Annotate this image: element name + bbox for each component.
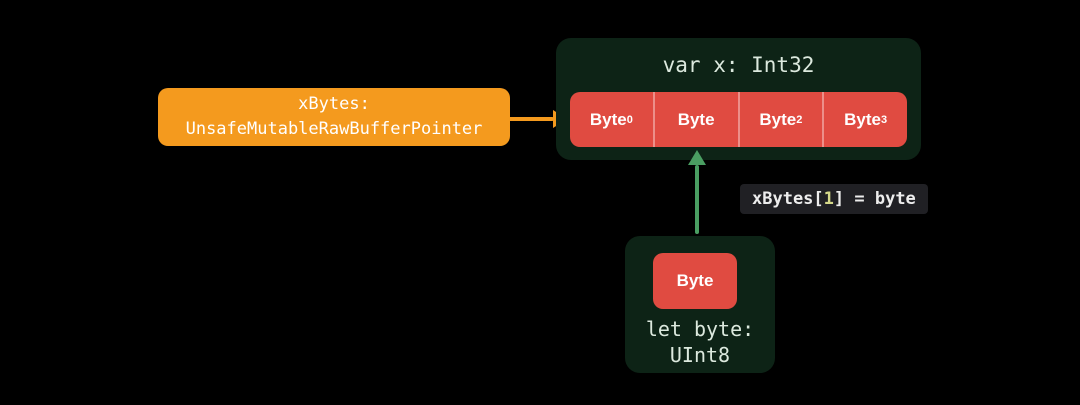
byte-cell-0-label: Byte	[589, 109, 627, 129]
byte-cell-3-label: Byte	[844, 109, 881, 129]
int32-declaration-label: var x: Int32	[662, 53, 815, 77]
uint8-declaration-line2: UInt8	[669, 343, 731, 367]
unsafe-buffer-pointer-box: xBytes: UnsafeMutableRawBufferPointer	[158, 88, 510, 146]
green-arrow-line	[695, 165, 699, 234]
byte-cell-1-label: Byte	[677, 109, 715, 129]
pointer-box-name: xBytes:	[298, 94, 370, 114]
code-index-highlight: 1	[823, 189, 834, 209]
subscript-assignment-code-label: xBytes[1] = byte	[740, 184, 928, 214]
single-byte-cell: Byte	[653, 253, 737, 309]
byte-cell-2-label: Byte	[759, 109, 797, 129]
orange-arrow-line	[508, 117, 554, 121]
code-suffix: ] = byte	[833, 189, 916, 209]
uint8-byte-box: Byte let byte: UInt8	[625, 236, 775, 373]
code-prefix: xBytes[	[752, 189, 824, 209]
uint8-declaration-label: let byte: UInt8	[625, 316, 775, 368]
byte-cell-1: Byte	[652, 92, 738, 147]
uint8-declaration-line1: let byte:	[645, 317, 755, 341]
green-arrowhead-icon	[688, 150, 706, 165]
pointer-box-type: UnsafeMutableRawBufferPointer	[185, 119, 483, 139]
